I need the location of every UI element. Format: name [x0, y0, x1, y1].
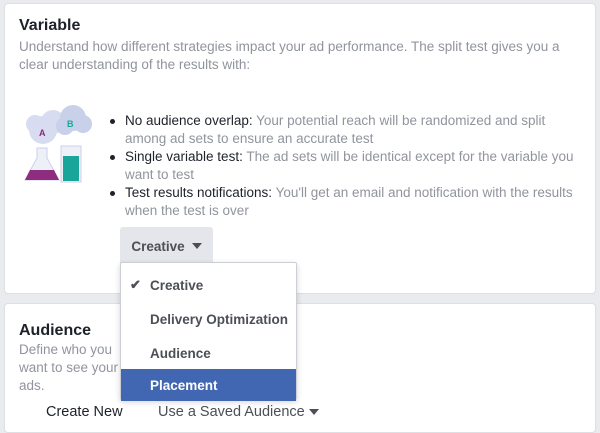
audience-section: Audience Define who you want to see your… [4, 303, 596, 433]
variable-section: Variable Understand how different strate… [4, 3, 596, 294]
caret-down-icon [308, 409, 319, 416]
menu-item-placement[interactable]: Placement [121, 369, 296, 401]
menu-item-delivery-optimization[interactable]: Delivery Optimization [150, 311, 289, 327]
list-item: Test results notifications: You'll get a… [107, 184, 587, 219]
split-test-illustration-icon: A B [24, 105, 92, 183]
list-item: Single variable test: The ad sets will b… [107, 148, 587, 183]
check-icon: ✔ [130, 277, 141, 292]
create-new-tab[interactable]: Create New [46, 404, 123, 420]
variable-dropdown-menu: ✔Creative Delivery Optimization Audience… [120, 262, 297, 401]
caret-down-icon [191, 243, 202, 249]
list-item: No audience overlap: Your potential reac… [107, 112, 587, 147]
audience-title: Audience [19, 322, 92, 339]
benefits-list: No audience overlap: Your potential reac… [107, 112, 587, 220]
menu-item-creative[interactable]: ✔Creative [130, 277, 204, 293]
svg-text:A: A [39, 128, 46, 138]
variable-dropdown-button[interactable]: Creative [120, 227, 213, 265]
saved-audience-dropdown[interactable]: Use a Saved Audience [158, 404, 319, 420]
audience-description: Define who you want to see your ads. [19, 342, 119, 393]
variable-description: Understand how different strategies impa… [19, 39, 560, 72]
variable-title: Variable [19, 17, 81, 34]
dropdown-selected-label: Creative [131, 238, 185, 254]
menu-item-audience[interactable]: Audience [150, 345, 211, 361]
svg-text:B: B [67, 119, 74, 129]
